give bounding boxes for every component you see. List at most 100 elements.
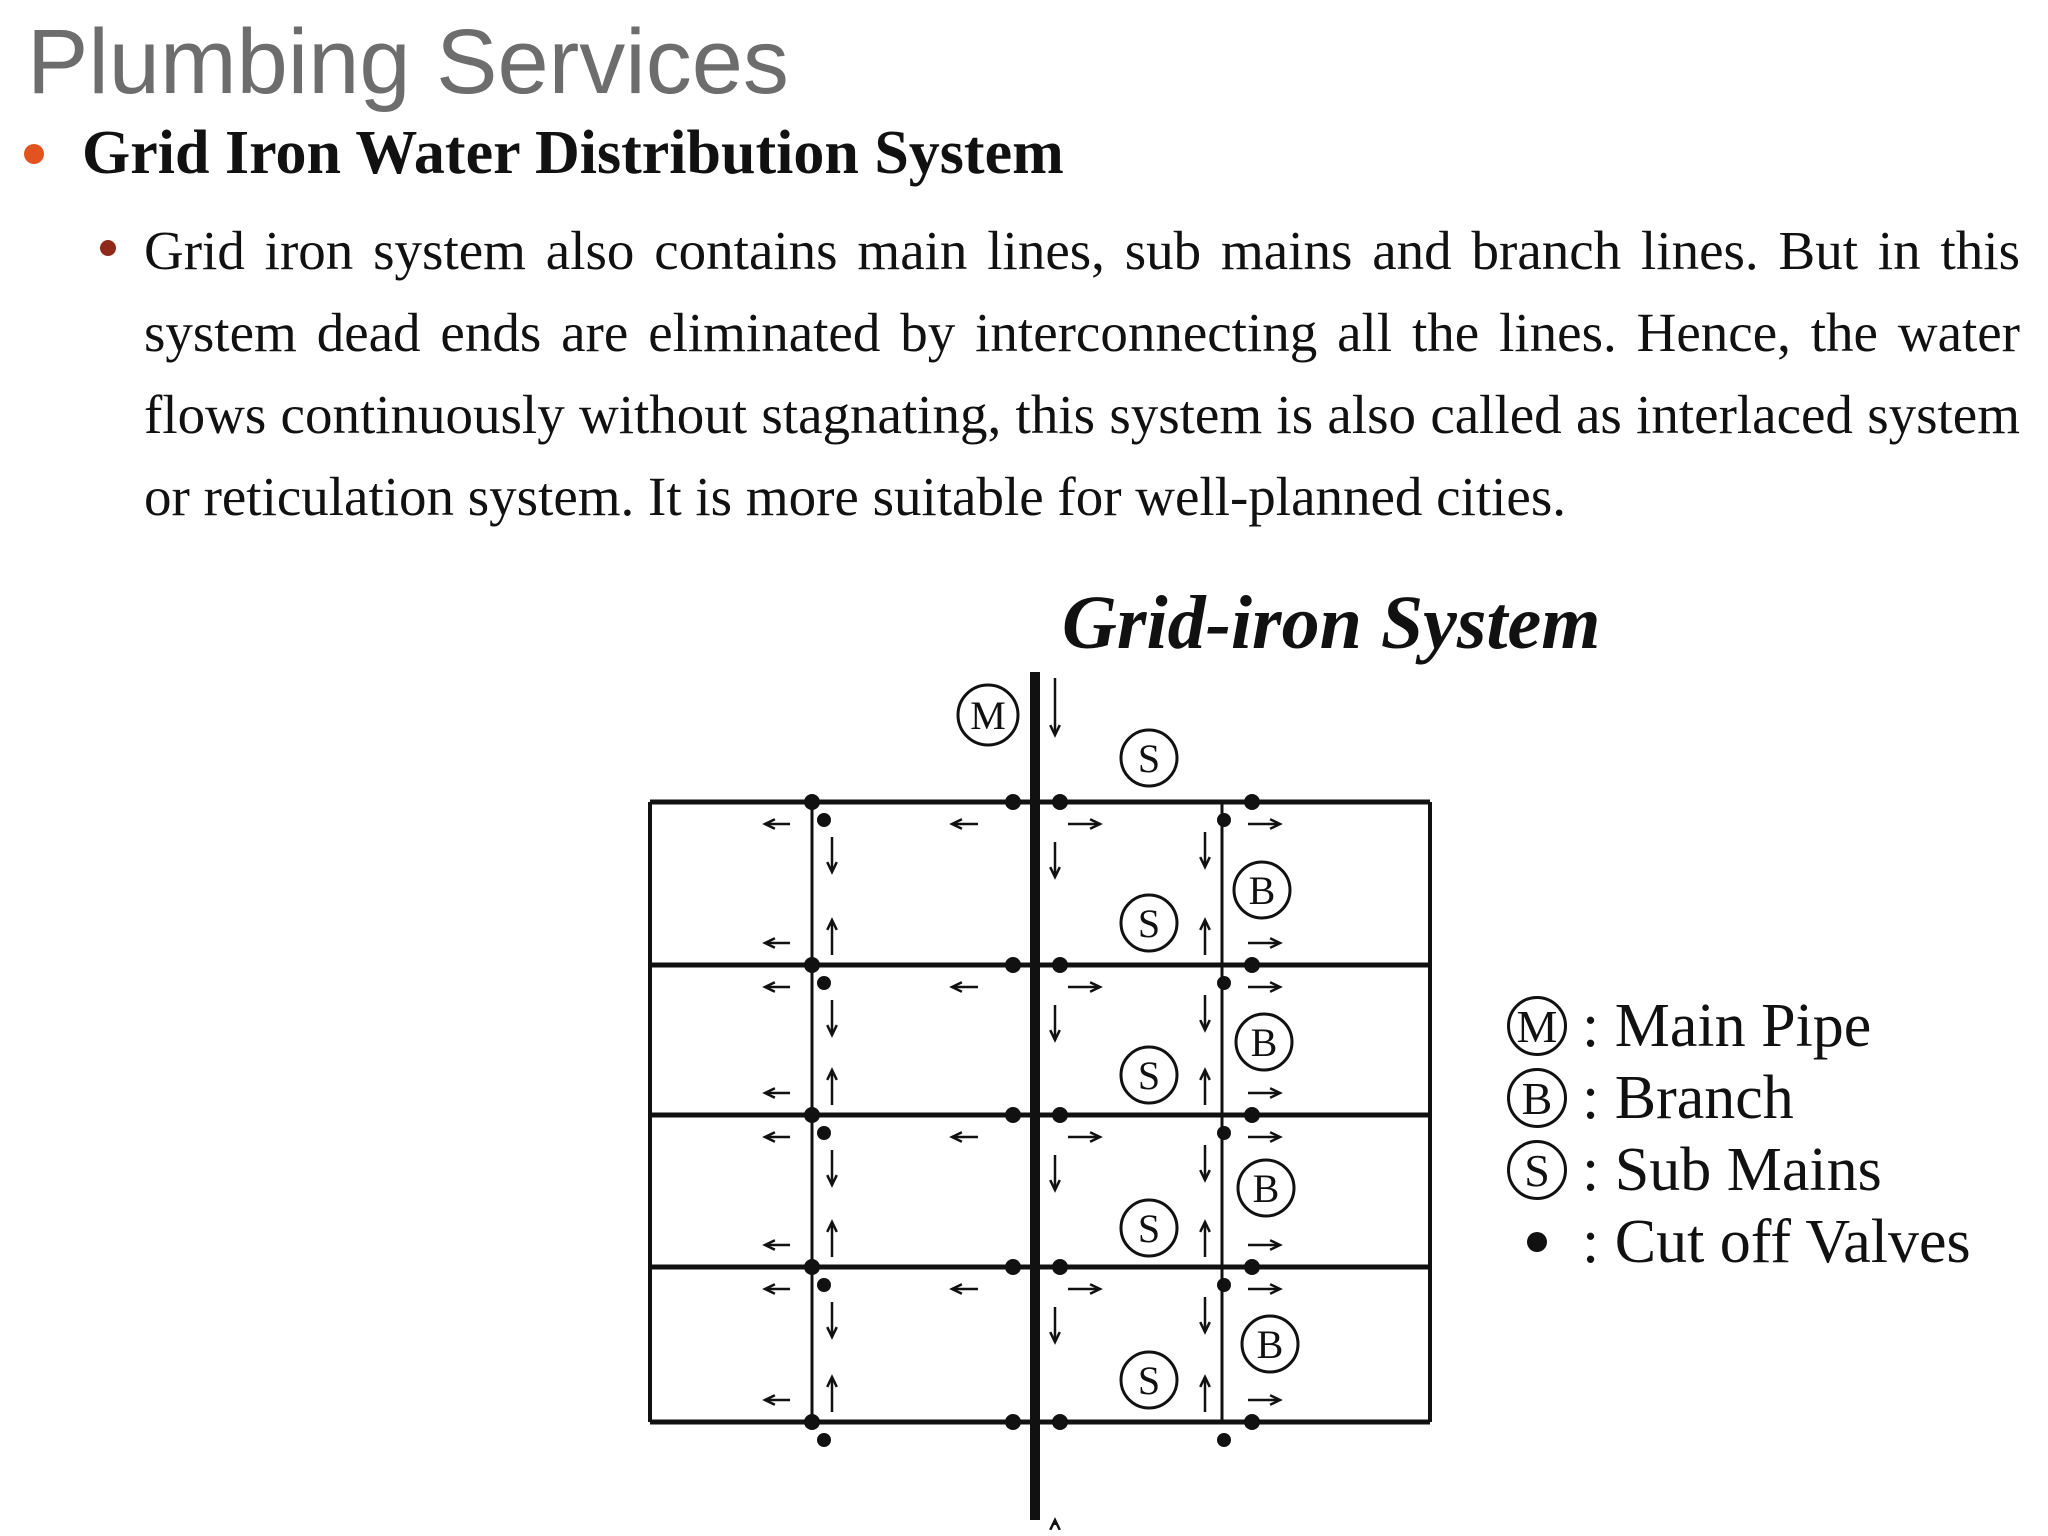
label-letter: S (1138, 1053, 1160, 1098)
cut-off-valve (1244, 957, 1260, 973)
cut-off-valve (817, 1126, 831, 1140)
flow-arrow (1199, 1219, 1211, 1257)
flow-arrow (762, 1394, 790, 1406)
slide-title: Plumbing Services (27, 11, 789, 113)
arrow-head (1049, 1179, 1061, 1193)
arrow-head (1269, 818, 1283, 830)
flow-arrow (1248, 1283, 1283, 1295)
label-letter: S (1138, 736, 1160, 781)
arrow-head (826, 917, 838, 931)
flow-arrow (1199, 917, 1211, 955)
arrow-head (1269, 937, 1283, 949)
arrow-head (1049, 1517, 1061, 1530)
flow-arrow (1049, 842, 1061, 880)
cut-off-valve (1052, 794, 1068, 810)
label-letter: S (1138, 1206, 1160, 1251)
legend-item-sub-mains: S : Sub Mains (1500, 1134, 1971, 1206)
cut-off-valve (1052, 1414, 1068, 1430)
flow-arrow (826, 1302, 838, 1340)
bullet-heading: Grid Iron Water Distribution System (24, 118, 1064, 189)
label-circle (1119, 1350, 1179, 1410)
cut-off-valve (1052, 1259, 1068, 1275)
label-letter: B (1251, 1020, 1278, 1065)
flow-arrow (1248, 1394, 1283, 1406)
arrow-head (1269, 981, 1283, 993)
label-circle (1119, 1198, 1179, 1258)
arrow-head (1199, 856, 1211, 870)
arrow-head (1089, 981, 1103, 993)
flow-arrow (949, 1131, 978, 1143)
cut-off-valve (1005, 794, 1021, 810)
flow-arrow (826, 1150, 838, 1188)
legend-item-cut-off-valves: : Cut off Valves (1500, 1206, 1971, 1278)
cut-off-valve (1052, 957, 1068, 973)
arrow-head (762, 1087, 776, 1099)
arrow-head (1199, 1374, 1211, 1388)
sub-main-label: S (1119, 728, 1179, 788)
flow-arrow (1248, 1131, 1283, 1143)
flow-arrow (826, 1000, 838, 1038)
cut-off-valve (1244, 1107, 1260, 1123)
cut-off-valve (1217, 1126, 1231, 1140)
flow-arrow (1068, 1131, 1103, 1143)
arrow-head (762, 818, 776, 830)
flow-arrow (1248, 981, 1283, 993)
cut-off-valve (1217, 1278, 1231, 1292)
sub-mains-symbol-icon: S (1507, 1140, 1567, 1200)
label-letter: S (1138, 1358, 1160, 1403)
flow-arrow (1199, 1297, 1211, 1335)
cut-off-valve (1005, 1259, 1021, 1275)
flow-arrow (762, 937, 790, 949)
bullet-paragraph: Grid iron system also contains main line… (100, 210, 2020, 538)
pipe-lines (648, 672, 1432, 1520)
arrow-head (762, 1239, 776, 1251)
arrow-head (762, 981, 776, 993)
flow-arrow (1068, 981, 1103, 993)
flow-arrow (826, 1067, 838, 1105)
cut-off-valve (817, 813, 831, 827)
cut-off-valve (1217, 813, 1231, 827)
arrow-head (1199, 917, 1211, 931)
label-circle (1240, 1314, 1300, 1374)
cut-off-valve (817, 976, 831, 990)
cut-off-valve (1005, 1414, 1021, 1430)
branch-label: B (1240, 1314, 1300, 1374)
description-paragraph: Grid iron system also contains main line… (144, 220, 2020, 527)
flow-arrow (1049, 678, 1061, 738)
flow-arrows (762, 678, 1283, 1530)
legend-label: : Branch (1582, 1063, 1794, 1132)
arrow-head (1269, 1394, 1283, 1406)
arrow-head (1269, 1087, 1283, 1099)
arrow-head (1269, 1239, 1283, 1251)
legend-label: : Main Pipe (1582, 991, 1872, 1060)
sub-main-label: S (1119, 1045, 1179, 1105)
arrow-head (826, 1067, 838, 1081)
arrow-head (826, 1374, 838, 1388)
legend-item-main-pipe: M : Main Pipe (1500, 990, 1971, 1062)
arrow-head (1049, 724, 1061, 738)
arrow-head (1269, 1283, 1283, 1295)
arrow-head (1089, 1131, 1103, 1143)
label-letter: M (970, 693, 1006, 738)
branch-label: B (1232, 860, 1292, 920)
arrow-head (1199, 1067, 1211, 1081)
flow-arrow (1199, 1374, 1211, 1412)
cut-off-valve (817, 1433, 831, 1447)
flow-arrow (826, 837, 838, 875)
cut-off-valve (804, 794, 820, 810)
arrow-head (1269, 1131, 1283, 1143)
cut-off-valve (1244, 794, 1260, 810)
arrow-head (1049, 866, 1061, 880)
arrow-head (1049, 1331, 1061, 1345)
flow-arrow (826, 1219, 838, 1257)
cut-off-valve (804, 1414, 820, 1430)
label-letter: B (1253, 1166, 1280, 1211)
flow-arrow (762, 981, 790, 993)
sub-main-label: S (1119, 1198, 1179, 1258)
cut-off-valve (1217, 1433, 1231, 1447)
flow-arrow (1049, 1155, 1061, 1193)
cut-off-valve (1244, 1414, 1260, 1430)
arrow-head (762, 1131, 776, 1143)
sub-main-label: S (1119, 1350, 1179, 1410)
